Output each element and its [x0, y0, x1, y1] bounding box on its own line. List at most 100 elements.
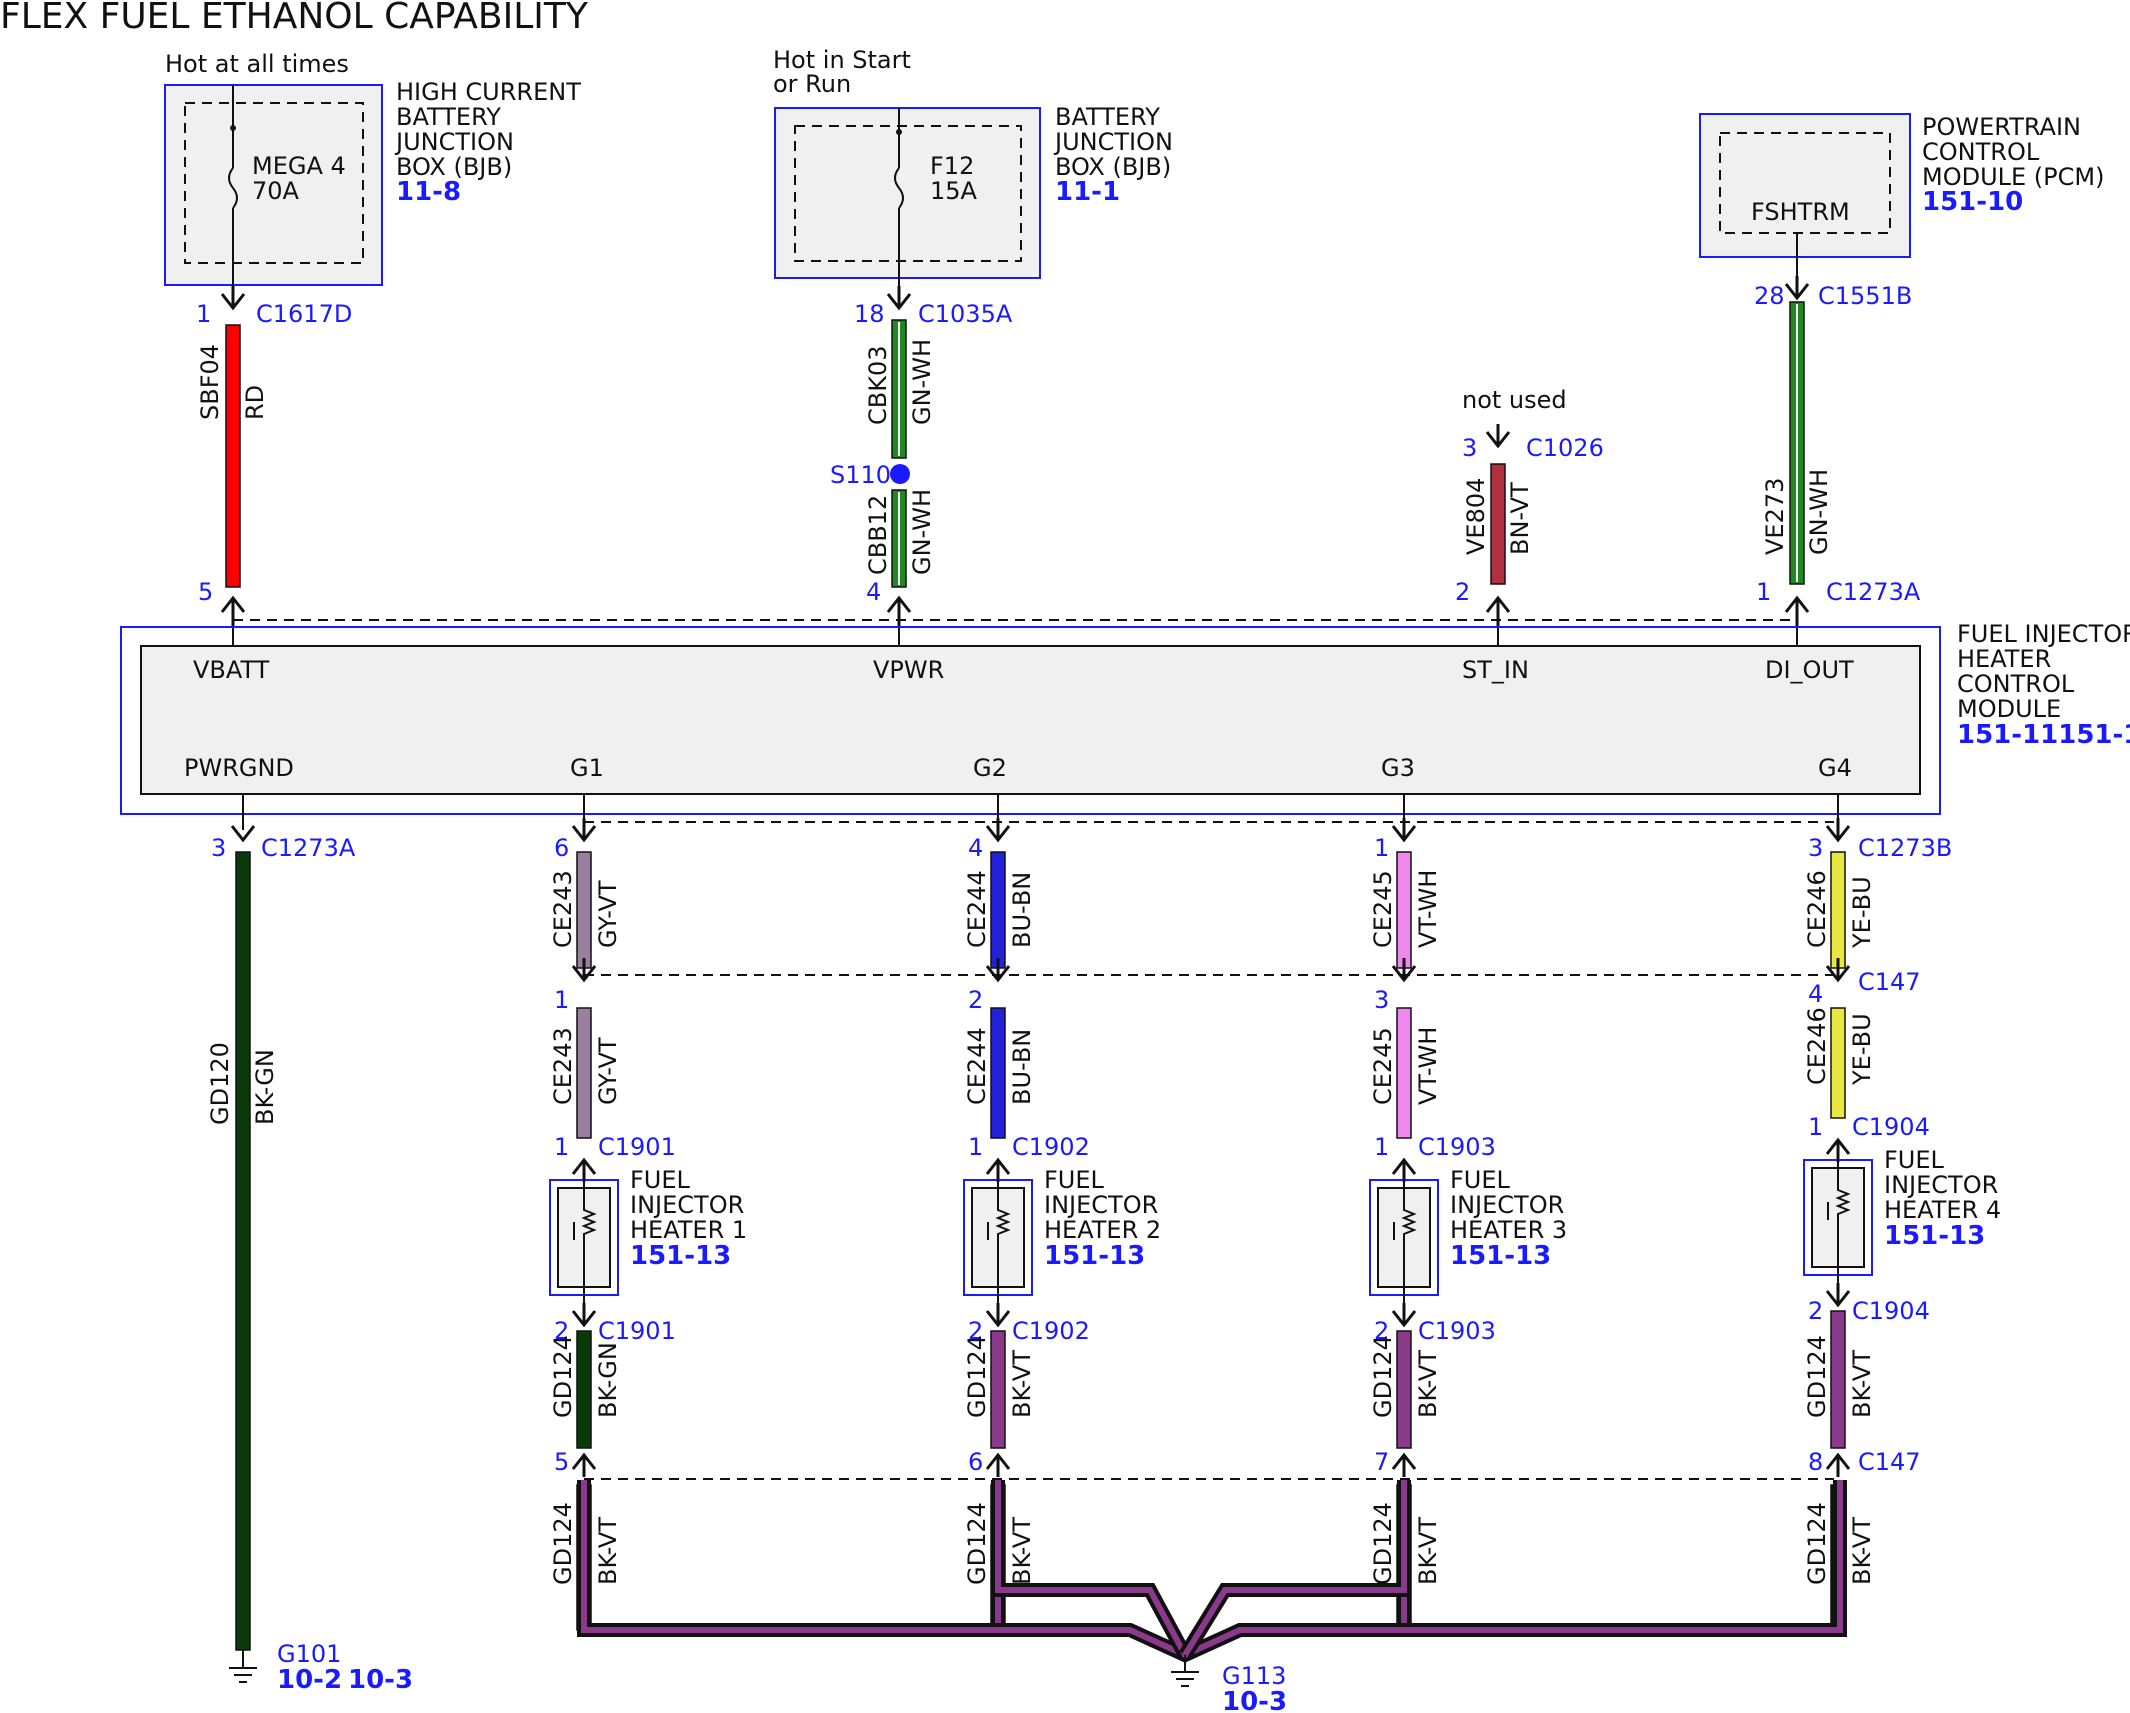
wire-segment: [990, 1007, 1006, 1139]
pin-label-g1: G1: [570, 754, 604, 782]
wire-color-code: BK-GN: [594, 1342, 622, 1418]
bjb-box: [774, 107, 1041, 279]
circuit-id: CBB12: [864, 495, 892, 575]
pin-label-g4: G4: [1818, 754, 1852, 782]
pin-number: 2: [1455, 578, 1470, 606]
pin-number: 6: [554, 834, 569, 862]
wire-sbf04[interactable]: 1 C1617D SBF04 RD 5: [196, 286, 352, 628]
connector-id: C1902: [1012, 1133, 1090, 1161]
wire-color-code: GN-WH: [908, 339, 936, 425]
pcm: FSHTRM POWERTRAIN CONTROL MODULE (PCM) 1…: [1699, 113, 2104, 295]
ground-id: G113: [1222, 1662, 1286, 1690]
fuse-label: F12: [930, 152, 974, 180]
module-name: FUEL INJECTOR: [1957, 620, 2130, 648]
not-used-note: not used: [1462, 386, 1567, 414]
heater-name: INJECTOR: [1450, 1191, 1564, 1219]
wire-color-code: BK-VT: [1848, 1350, 1876, 1418]
heater-name: HEATER 2: [1044, 1216, 1161, 1244]
wire-color-code: BK-GN: [251, 1049, 279, 1125]
page-ref-link[interactable]: 151-13: [630, 1241, 731, 1271]
wire-color-code: RD: [241, 385, 269, 420]
heater-name: INJECTOR: [1884, 1171, 1998, 1199]
heater-name: HEATER 3: [1450, 1216, 1567, 1244]
pin-number: 3: [211, 834, 226, 862]
page-ref-link[interactable]: 151-13: [1044, 1241, 1145, 1271]
circuit-id: VE273: [1761, 478, 1789, 555]
wire-segment: [990, 851, 1006, 969]
circuit-id: GD120: [206, 1042, 234, 1125]
wire-segment: [576, 1007, 592, 1139]
bjb-high-current: Hot at all times MEGA 4 70A HIGH CURRENT…: [164, 50, 581, 295]
circuit-id: GD124: [963, 1335, 991, 1418]
connector-id: C1903: [1418, 1317, 1496, 1345]
pin-number: 5: [554, 1448, 569, 1476]
page-ref-link[interactable]: 151-10: [1922, 187, 2023, 217]
pin-number: 1: [968, 1133, 983, 1161]
diagram-title: FLEX FUEL ETHANOL CAPABILITY: [0, 0, 589, 37]
page-ref-link[interactable]: 10-2: [277, 1665, 342, 1695]
heater-name: FUEL: [630, 1166, 691, 1194]
heater-name: FUEL: [1884, 1146, 1945, 1174]
bjb-name: BOX (BJB): [1055, 153, 1171, 181]
circuit-id: GD124: [1369, 1335, 1397, 1418]
circuit-id: CE246: [1803, 870, 1831, 948]
wire-ve273[interactable]: 28 C1551B VE273 GN-WH 1 C1273A: [1754, 276, 1921, 628]
wire-segment: [235, 851, 251, 1651]
wire-color-code: BK-VT: [594, 1517, 622, 1585]
circuit-id: GD124: [549, 1502, 577, 1585]
wire-gd120[interactable]: 3 C1273A GD120 BK-GN G101 10-2 10-3: [206, 794, 413, 1695]
page-ref-link[interactable]: 151-13: [1450, 1241, 1551, 1271]
wire-color-code: BK-VT: [1414, 1350, 1442, 1418]
wire-color-code: BN-VT: [1506, 482, 1534, 555]
pin-label-g2: G2: [973, 754, 1007, 782]
bjb-high-name: BOX (BJB): [396, 153, 512, 181]
module-name: CONTROL: [1957, 670, 2075, 698]
pin-label-st-in: ST_IN: [1462, 656, 1529, 684]
wire-color-code: GN-WH: [908, 489, 936, 575]
wire-color-code: GY-VT: [594, 880, 622, 948]
module-inner-box: [140, 645, 1921, 795]
wire-segment: [1396, 851, 1412, 969]
wire-segment: [1490, 463, 1506, 585]
splice-id: S110: [830, 461, 891, 489]
wire-cbk03[interactable]: 18 C1035A CBK03 GN-WH S110 CBB12 GN-WH 4: [830, 286, 1013, 628]
connector-id: C1901: [598, 1317, 676, 1345]
pin-number: 1: [554, 986, 569, 1014]
connector-id: C1035A: [918, 300, 1013, 328]
heater-name: HEATER 4: [1884, 1196, 2001, 1224]
pcm-pin-label: FSHTRM: [1751, 198, 1850, 226]
page-ref-link[interactable]: 10-3: [348, 1665, 413, 1695]
connector-id: C147: [1858, 968, 1921, 996]
circuit-id: CBK03: [864, 346, 892, 426]
module-name: HEATER: [1957, 645, 2051, 673]
pin-number: 2: [1808, 1297, 1823, 1325]
pin-label-vpwr: VPWR: [873, 656, 944, 684]
heater-name: HEATER 1: [630, 1216, 747, 1244]
wire-color-code: BK-VT: [1414, 1517, 1442, 1585]
circuit-id: GD124: [1803, 1502, 1831, 1585]
hot-in-start-note: Hot in Start: [773, 46, 911, 74]
page-ref-link[interactable]: 11-8: [396, 177, 461, 207]
pcm-box: [1699, 113, 1911, 258]
heater-element-icon: [1401, 1172, 1417, 1305]
page-ref-link[interactable]: 11-1: [1055, 177, 1120, 207]
connector-id: C1904: [1852, 1113, 1930, 1141]
pin-number: 2: [968, 1317, 983, 1345]
wire-segment: [1830, 1007, 1846, 1119]
fuse-label: MEGA 4: [252, 152, 346, 180]
pin-number: 4: [866, 578, 881, 606]
connector-id: C1551B: [1818, 282, 1912, 310]
connector-id: C1901: [598, 1133, 676, 1161]
page-ref-link[interactable]: 151-11151-13: [1957, 720, 2130, 750]
connector-id: C1273B: [1858, 834, 1952, 862]
circuit-id: GD124: [963, 1502, 991, 1585]
page-ref-link[interactable]: 10-3: [1222, 1687, 1287, 1713]
page-ref-link[interactable]: 151-13: [1884, 1221, 1985, 1251]
heater-element-icon: [1835, 1152, 1851, 1285]
wire-ve804[interactable]: not used 3 C1026 VE804 BN-VT 2: [1455, 386, 1604, 628]
pin-number: 1: [196, 300, 211, 328]
